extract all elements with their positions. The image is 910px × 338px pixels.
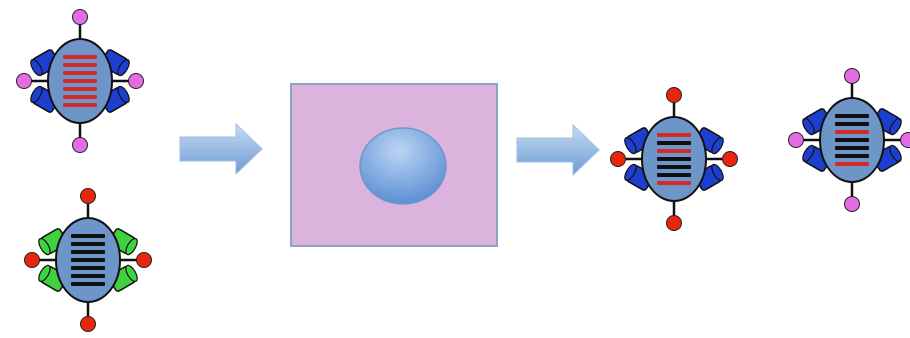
surface-knob bbox=[136, 252, 152, 268]
cell-nucleus bbox=[359, 127, 447, 205]
genome-segment bbox=[835, 154, 869, 158]
parent-virus-a bbox=[16, 9, 144, 153]
surface-knob bbox=[844, 68, 860, 84]
genome-segment bbox=[63, 79, 97, 83]
surface-knob bbox=[610, 151, 626, 167]
genome-segment bbox=[71, 258, 105, 262]
genome-segment bbox=[71, 266, 105, 270]
surface-knob bbox=[788, 132, 804, 148]
genome-segment bbox=[71, 274, 105, 278]
genome-segment bbox=[63, 103, 97, 107]
parent-virus-b bbox=[24, 188, 152, 332]
surface-knob bbox=[80, 188, 96, 204]
genome-segment bbox=[71, 282, 105, 286]
genome-segment bbox=[835, 146, 869, 150]
surface-knob bbox=[72, 137, 88, 153]
genome-segment bbox=[835, 130, 869, 134]
surface-knob bbox=[16, 73, 32, 89]
genome-segment bbox=[71, 234, 105, 238]
surface-knob bbox=[666, 215, 682, 231]
surface-knob bbox=[24, 252, 40, 268]
progeny-virus-1 bbox=[610, 87, 738, 231]
genome-segment bbox=[657, 141, 691, 145]
genome-segment bbox=[835, 162, 869, 166]
genome-segment bbox=[657, 173, 691, 177]
genome-segment bbox=[657, 165, 691, 169]
arrow-to-progeny bbox=[516, 123, 600, 177]
genome-segment bbox=[835, 138, 869, 142]
genome-segment bbox=[657, 157, 691, 161]
genome-segment bbox=[63, 95, 97, 99]
genome-segment bbox=[63, 55, 97, 59]
surface-knob bbox=[72, 9, 88, 25]
surface-knob bbox=[722, 151, 738, 167]
genome-segment bbox=[63, 87, 97, 91]
surface-knob bbox=[666, 87, 682, 103]
surface-knob bbox=[900, 132, 910, 148]
genome-segment bbox=[657, 149, 691, 153]
genome-segment bbox=[71, 242, 105, 246]
progeny-virus-2 bbox=[788, 68, 910, 212]
genome-segment bbox=[71, 250, 105, 254]
surface-knob bbox=[844, 196, 860, 212]
surface-knob bbox=[128, 73, 144, 89]
arrow-to-cell bbox=[179, 122, 263, 176]
surface-knob bbox=[80, 316, 96, 332]
genome-segment bbox=[63, 71, 97, 75]
genome-segment bbox=[657, 181, 691, 185]
genome-segment bbox=[63, 63, 97, 67]
genome-segment bbox=[835, 122, 869, 126]
genome-segment bbox=[657, 133, 691, 137]
genome-segment bbox=[835, 114, 869, 118]
